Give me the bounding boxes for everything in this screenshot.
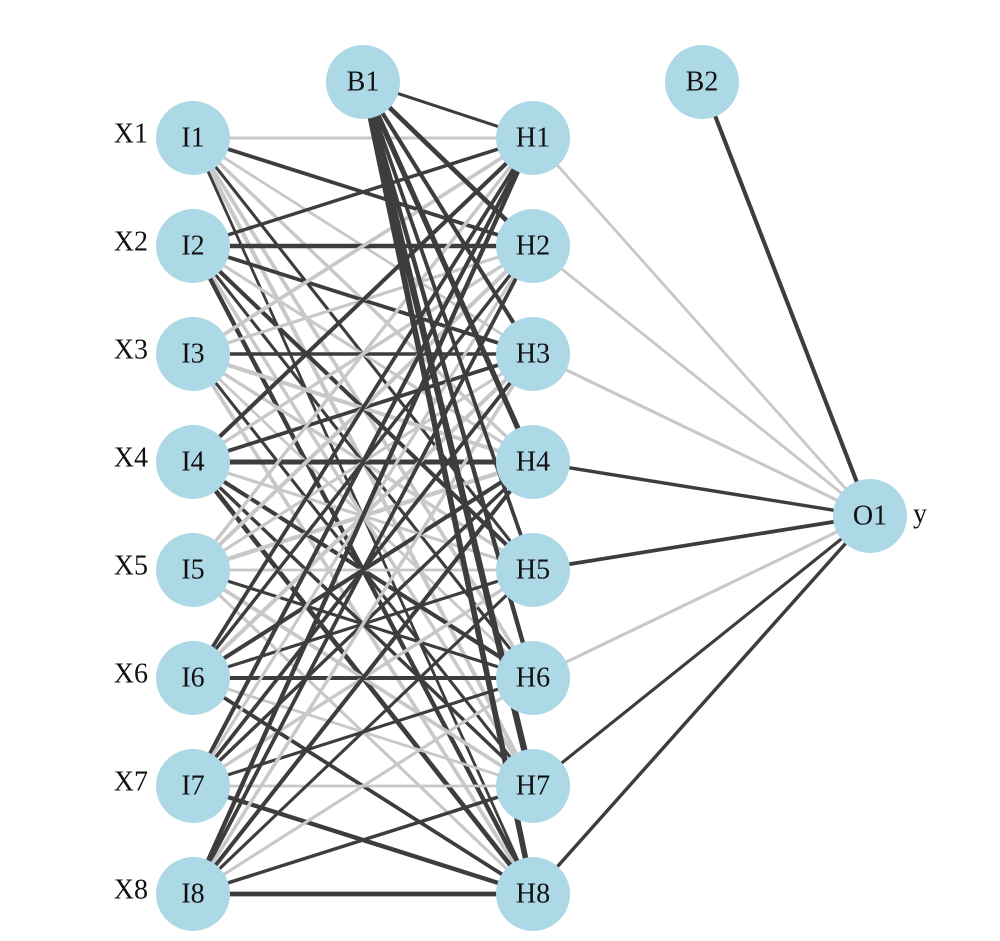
input-variable-x3: X3 <box>114 335 148 366</box>
hidden-node-h8: H8 <box>496 857 570 931</box>
input-node-i8: I8 <box>156 857 230 931</box>
edge-b2-o1 <box>713 114 859 484</box>
edge-i8-h7 <box>226 795 500 885</box>
edge-h8-o1 <box>555 541 848 869</box>
edge-b1-h2 <box>387 105 509 223</box>
input-node-i1-circle <box>156 101 230 175</box>
edge-i8-h1 <box>205 169 521 863</box>
input-node-i8-label: I8 <box>181 879 204 910</box>
hidden-node-h3-circle <box>496 317 570 391</box>
edge-i5-h1 <box>214 165 512 543</box>
input-variable-x7: X7 <box>114 767 148 798</box>
edge-h7-o1 <box>560 537 843 765</box>
edge-h5-o1 <box>567 519 836 567</box>
edge-h1-o1 <box>556 164 847 490</box>
input-node-i6: I6 <box>156 641 230 715</box>
bias-node-b1-label: B1 <box>347 67 380 98</box>
hidden-node-h1-label: H1 <box>516 123 550 154</box>
output-node-o1-label: O1 <box>853 501 887 532</box>
input-node-i4-circle <box>156 425 230 499</box>
input-variable-x5: X5 <box>114 551 148 582</box>
edge-i4-h1 <box>217 161 509 439</box>
hidden-node-h6-circle <box>496 641 570 715</box>
hidden-node-h4-circle <box>496 425 570 499</box>
input-variable-x6: X6 <box>114 659 148 690</box>
edge-h4-o1 <box>567 466 836 512</box>
hidden-node-h2-label: H2 <box>516 231 550 262</box>
bias-node-b1-circle <box>326 45 400 119</box>
input-node-i7: I7 <box>156 749 230 823</box>
output-variable-y: y <box>913 499 927 530</box>
input-node-i5-circle <box>156 533 230 607</box>
input-node-i1: I1 <box>156 101 230 175</box>
input-node-i1-label: I1 <box>181 123 204 154</box>
hidden-node-h6-label: H6 <box>516 663 550 694</box>
edge-i6-h1 <box>210 167 516 649</box>
hidden-node-h5-circle <box>496 533 570 607</box>
hidden-node-h8-label: H8 <box>516 879 550 910</box>
edge-i7-h1 <box>208 168 518 756</box>
hidden-node-h1-circle <box>496 101 570 175</box>
edge-i3-h1 <box>222 155 504 337</box>
input-node-i8-circle <box>156 857 230 931</box>
hidden-node-h8-circle <box>496 857 570 931</box>
input-variable-x2: X2 <box>114 227 148 258</box>
input-node-i4-label: I4 <box>181 447 204 478</box>
input-node-i3: I3 <box>156 317 230 391</box>
edge-h2-o1 <box>560 267 843 495</box>
connection-weights <box>205 92 859 897</box>
hidden-node-h7-label: H7 <box>516 771 550 802</box>
output-node-o1-circle <box>833 479 907 553</box>
input-node-i2: I2 <box>156 209 230 283</box>
bias-node-b2-circle <box>665 45 739 119</box>
input-node-i6-circle <box>156 641 230 715</box>
bias-node-b1: B1 <box>326 45 400 119</box>
hidden-node-h6: H6 <box>496 641 570 715</box>
edge-b1-h4 <box>375 113 521 431</box>
edge-b1-h7 <box>368 114 528 754</box>
edge-i2-h1 <box>226 147 500 237</box>
edge-i8-h6 <box>222 696 504 876</box>
input-node-i6-label: I6 <box>181 663 204 694</box>
hidden-node-h4: H4 <box>496 425 570 499</box>
hidden-node-h3-label: H3 <box>516 339 550 370</box>
input-node-i2-label: I2 <box>181 231 204 262</box>
hidden-node-h7-circle <box>496 749 570 823</box>
edge-h6-o1 <box>564 530 839 664</box>
input-node-i5-label: I5 <box>181 555 204 586</box>
hidden-node-h2: H2 <box>496 209 570 283</box>
bias-node-b2: B2 <box>665 45 739 119</box>
input-variable-x4: X4 <box>114 443 148 474</box>
edge-i8-h3 <box>210 383 516 865</box>
edge-b1-h6 <box>370 115 526 645</box>
hidden-node-h2-circle <box>496 209 570 283</box>
input-node-i4: I4 <box>156 425 230 499</box>
edge-h3-o1 <box>564 368 839 502</box>
hidden-node-h7: H7 <box>496 749 570 823</box>
input-node-i3-label: I3 <box>181 339 204 370</box>
input-node-i7-label: I7 <box>181 771 204 802</box>
edge-b1-h3 <box>380 111 516 325</box>
output-node-o1: O1 <box>833 479 907 553</box>
edge-b1-h8 <box>367 115 529 861</box>
input-node-i5: I5 <box>156 533 230 607</box>
bias-node-b2-label: B2 <box>686 67 719 98</box>
edge-b1-h1 <box>396 92 500 128</box>
input-node-i3-circle <box>156 317 230 391</box>
hidden-node-h5: H5 <box>496 533 570 607</box>
input-variable-x1: X1 <box>114 119 148 150</box>
hidden-node-h1: H1 <box>496 101 570 175</box>
hidden-node-h4-label: H4 <box>516 447 550 478</box>
input-node-i2-circle <box>156 209 230 283</box>
edge-i8-h5 <box>218 593 508 871</box>
input-variable-x8: X8 <box>114 875 148 906</box>
hidden-node-h3: H3 <box>496 317 570 391</box>
input-node-i7-circle <box>156 749 230 823</box>
hidden-node-h5-label: H5 <box>516 555 550 586</box>
